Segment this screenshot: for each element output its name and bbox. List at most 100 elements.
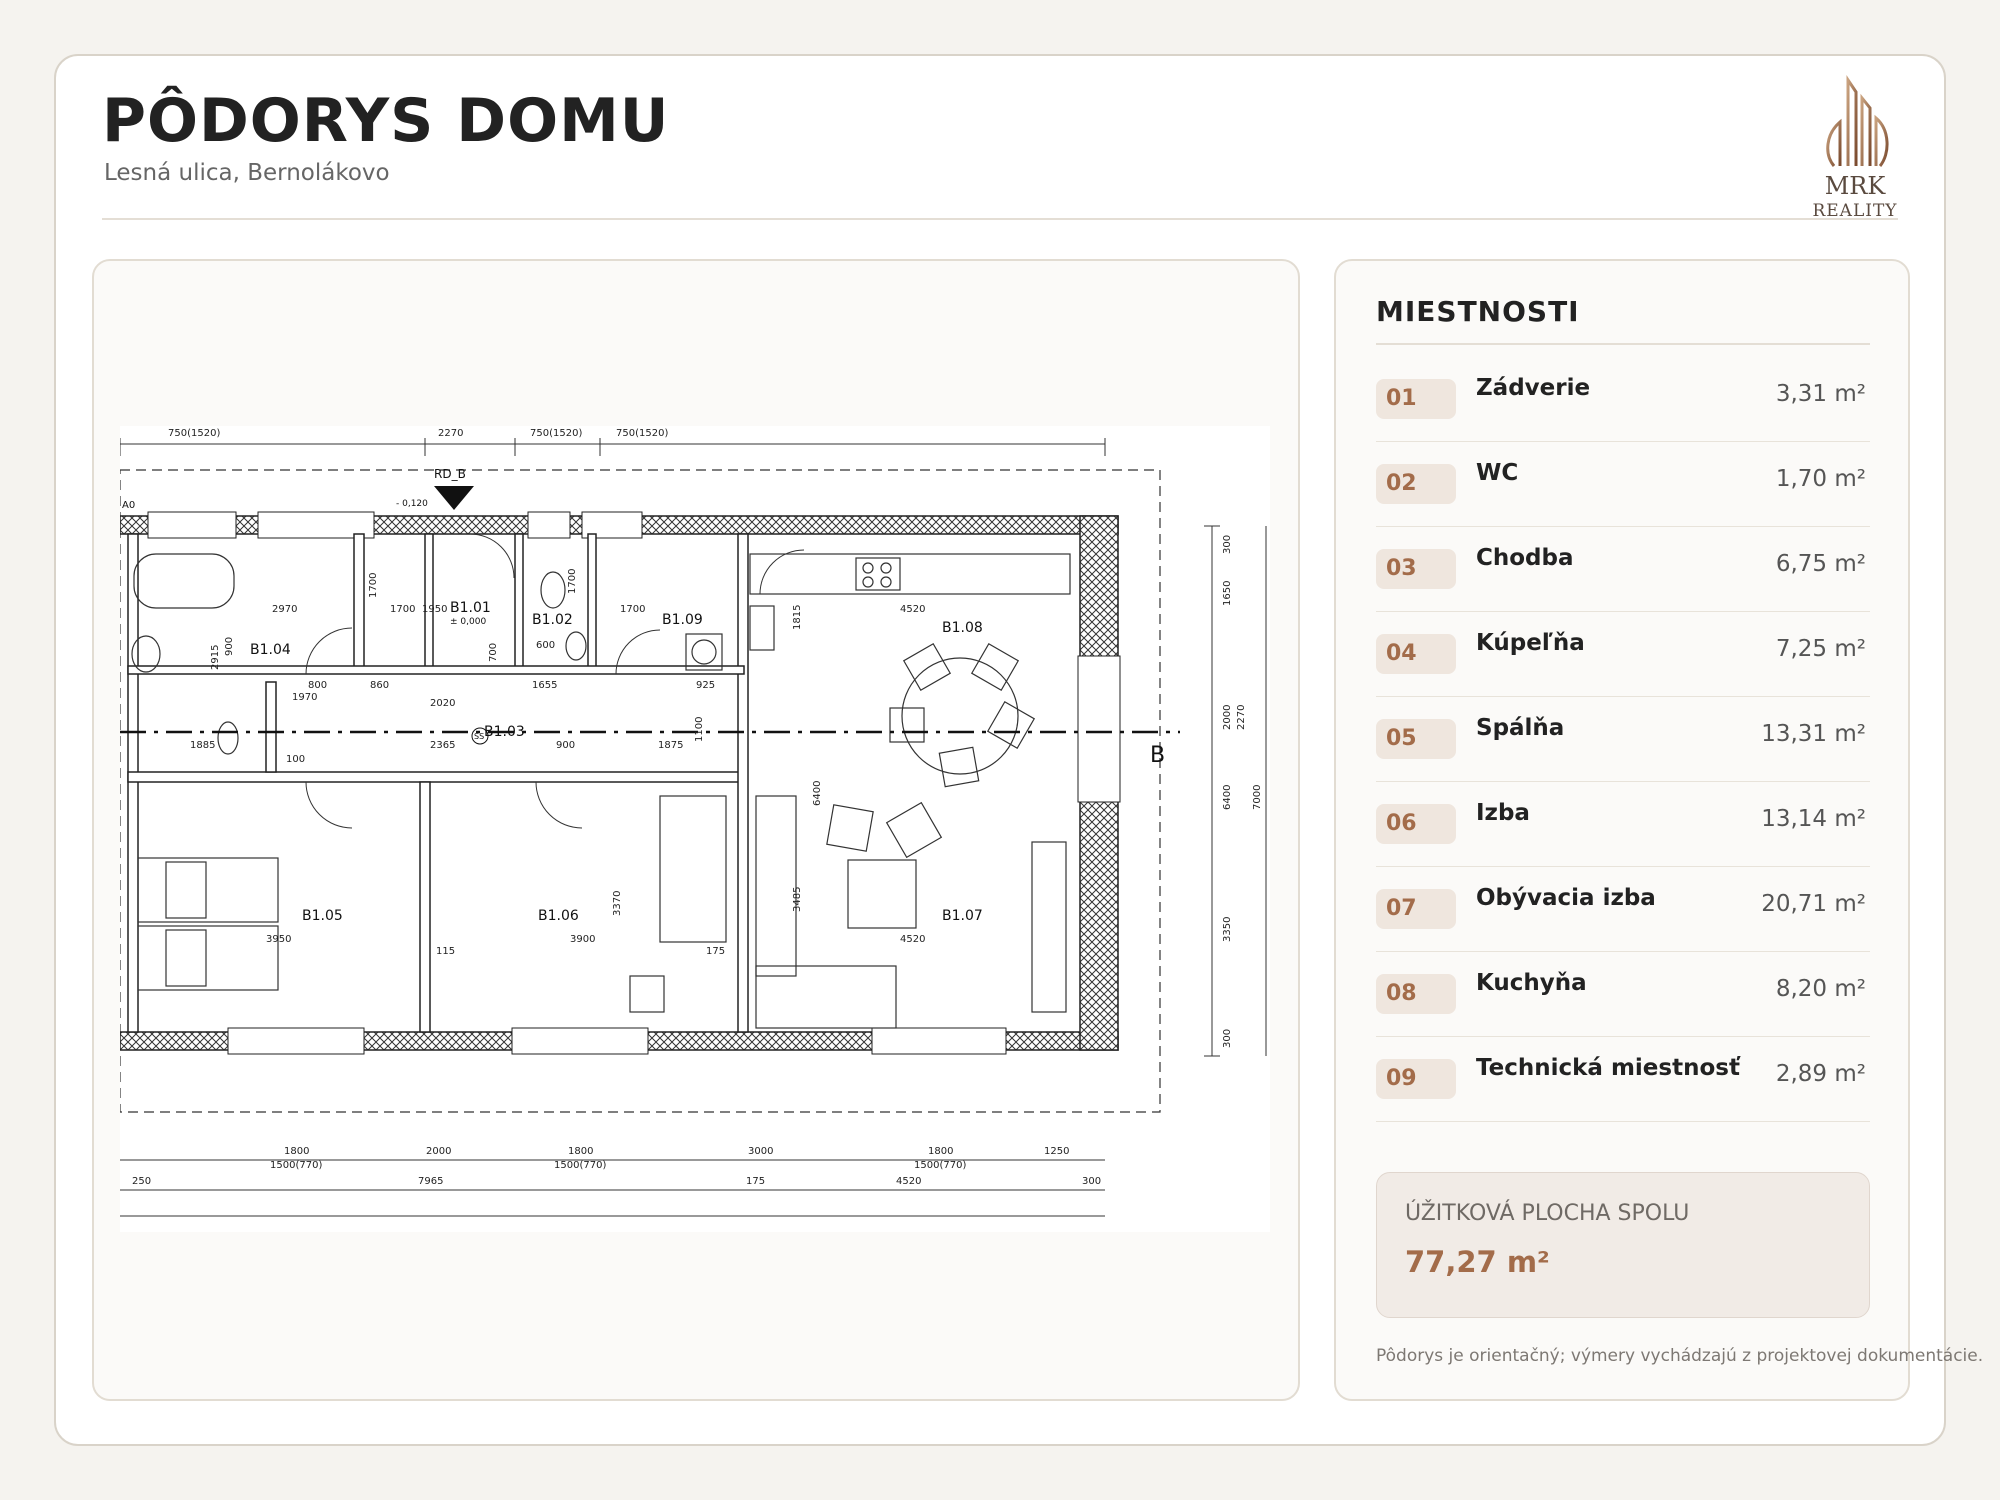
- dim-inner-14: 2020: [430, 698, 455, 709]
- room-area: 13,14 m²: [1761, 806, 1866, 832]
- level-mark-2: ± 0,000: [450, 617, 486, 627]
- room-number-badge: 07: [1376, 889, 1456, 929]
- dim-right-2: 1650: [1222, 581, 1233, 606]
- total-area-box: ÚŽITKOVÁ PLOCHA SPOLU 77,27 m²: [1376, 1172, 1870, 1318]
- dim-inner-8: 2915: [210, 645, 221, 670]
- dim-bottom-10: 250: [132, 1176, 151, 1187]
- floorplan-drawing: 750(1520) 2270 750(1520) 750(1520): [119, 426, 1270, 1232]
- dim-inner-21: 900: [556, 740, 575, 751]
- room-name: Chodba: [1476, 545, 1574, 571]
- room-code-b102: B1.02: [532, 612, 573, 628]
- room-number-badge: 01: [1376, 379, 1456, 419]
- dim-top-4: 750(1520): [616, 428, 668, 439]
- dim-bottom-7: 1800: [928, 1146, 953, 1157]
- dim-inner-18: 1815: [792, 605, 803, 630]
- room-number-badge: 09: [1376, 1059, 1456, 1099]
- room-number-badge: 05: [1376, 719, 1456, 759]
- rooms-divider: [1376, 343, 1870, 345]
- room-number-badge: 03: [1376, 549, 1456, 589]
- room-name: Zádverie: [1476, 375, 1591, 401]
- logo-building-icon: MRK REALITY: [1812, 75, 1897, 221]
- dim-bottom-3: 2000: [426, 1146, 451, 1157]
- room-area: 7,25 m²: [1775, 636, 1866, 662]
- room-row: 09 Technická miestnosť 2,89 m²: [1376, 1037, 1870, 1122]
- room-row: 07 Obývacia izba 20,71 m²: [1376, 867, 1870, 952]
- room-code-b107: B1.07: [942, 908, 983, 924]
- dim-top-1: 750(1520): [168, 428, 220, 439]
- dim-inner-12: 600: [536, 640, 555, 651]
- dim-inner-20: 2365: [430, 740, 455, 751]
- page-subtitle: Lesná ulica, Bernolákovo: [104, 160, 390, 186]
- room-area: 20,71 m²: [1761, 891, 1866, 917]
- room-name: Kuchyňa: [1476, 970, 1587, 996]
- dim-bottom-11: 7965: [418, 1176, 443, 1187]
- dim-bottom-5: 1500(770): [554, 1160, 606, 1171]
- dim-right-1: 300: [1222, 535, 1233, 554]
- room-row: 04 Kúpeľňa 7,25 m²: [1376, 612, 1870, 697]
- room-name: WC: [1476, 460, 1519, 486]
- floorplan-svg: 750(1520) 2270 750(1520) 750(1520): [119, 428, 1267, 1217]
- footnote: Pôdorys je orientačný; výmery vychádzajú…: [1376, 1346, 1984, 1366]
- room-name: Obývacia izba: [1476, 885, 1656, 911]
- rooms-panel: MIESTNOSTI 01 Zádverie 3,31 m² 02 WC 1,7…: [1334, 259, 1983, 1401]
- dim-inner-19: 1885: [190, 740, 215, 751]
- dim-inner-16: 1655: [532, 680, 557, 691]
- room-number-badge: 02: [1376, 464, 1456, 504]
- dim-right-7: 3350: [1222, 917, 1233, 942]
- dim-bottom-9: 1250: [1044, 1146, 1069, 1157]
- room-list: 01 Zádverie 3,31 m² 02 WC 1,70 m² 03 Cho…: [1376, 357, 1870, 1122]
- dim-inner-28: 3485: [792, 887, 803, 912]
- header-divider: [102, 218, 1898, 220]
- room-code-b109: B1.09: [662, 612, 703, 628]
- dim-bottom-4: 1800: [568, 1146, 593, 1157]
- dim-inner-22: 1875: [658, 740, 683, 751]
- total-area-value: 77,27 m²: [1405, 1245, 1550, 1279]
- room-area: 2,89 m²: [1775, 1061, 1866, 1087]
- dim-top-2: 2270: [438, 428, 463, 439]
- dim-inner-32: 100: [286, 754, 305, 765]
- section-mark: RD_B: [434, 467, 466, 481]
- room-name: Spálňa: [1476, 715, 1565, 741]
- svg-text:MRK: MRK: [1825, 172, 1887, 200]
- dim-inner-1: 2970: [272, 604, 297, 615]
- dim-inner-31: 115: [436, 946, 455, 957]
- dim-top-3: 750(1520): [530, 428, 582, 439]
- room-row: 05 Spálňa 13,31 m²: [1376, 697, 1870, 782]
- room-code-b104: B1.04: [250, 642, 291, 658]
- axis-mark: A0: [122, 500, 135, 511]
- dim-inner-24: 6400: [812, 781, 823, 806]
- dim-inner-25: 3370: [612, 891, 623, 916]
- room-area: 8,20 m²: [1775, 976, 1866, 1002]
- room-number-badge: 04: [1376, 634, 1456, 674]
- page-title: PÔDORYS DOMU: [102, 86, 670, 156]
- dim-inner-30: 175: [706, 946, 725, 957]
- dim-inner-26: 3950: [266, 934, 291, 945]
- dim-inner-17: 925: [696, 680, 715, 691]
- dim-right-4: 2270: [1236, 705, 1247, 730]
- room-row: 06 Izba 13,14 m²: [1376, 782, 1870, 867]
- dim-inner-27: 3900: [570, 934, 595, 945]
- room-number-badge: 08: [1376, 974, 1456, 1014]
- dim-inner-13: 700: [488, 643, 499, 662]
- dim-bottom-13: 4520: [896, 1176, 921, 1187]
- section-letter: B: [1150, 743, 1165, 768]
- dim-inner-4: 1950: [422, 604, 447, 615]
- total-area-label: ÚŽITKOVÁ PLOCHA SPOLU: [1405, 1201, 1690, 1226]
- level-mark-1: - 0,120: [396, 499, 428, 509]
- room-row: 03 Chodba 6,75 m²: [1376, 527, 1870, 612]
- dim-inner-2: 1700: [368, 573, 379, 598]
- room-area: 6,75 m²: [1775, 551, 1866, 577]
- dim-bottom-12: 175: [746, 1176, 765, 1187]
- room-name: Izba: [1476, 800, 1530, 826]
- room-area: 13,31 m²: [1761, 721, 1866, 747]
- dim-bottom-14: 300: [1082, 1176, 1101, 1187]
- dim-right-3: 2000: [1222, 705, 1233, 730]
- room-row: 08 Kuchyňa 8,20 m²: [1376, 952, 1870, 1037]
- dim-bottom-8: 1500(770): [914, 1160, 966, 1171]
- dim-right-6: 7000: [1252, 785, 1263, 810]
- room-row: 01 Zádverie 3,31 m²: [1376, 357, 1870, 442]
- dim-inner-11: 800: [308, 680, 327, 691]
- dim-inner-7: 4520: [900, 604, 925, 615]
- room-row: 02 WC 1,70 m²: [1376, 442, 1870, 527]
- room-name: Kúpeľňa: [1476, 630, 1585, 656]
